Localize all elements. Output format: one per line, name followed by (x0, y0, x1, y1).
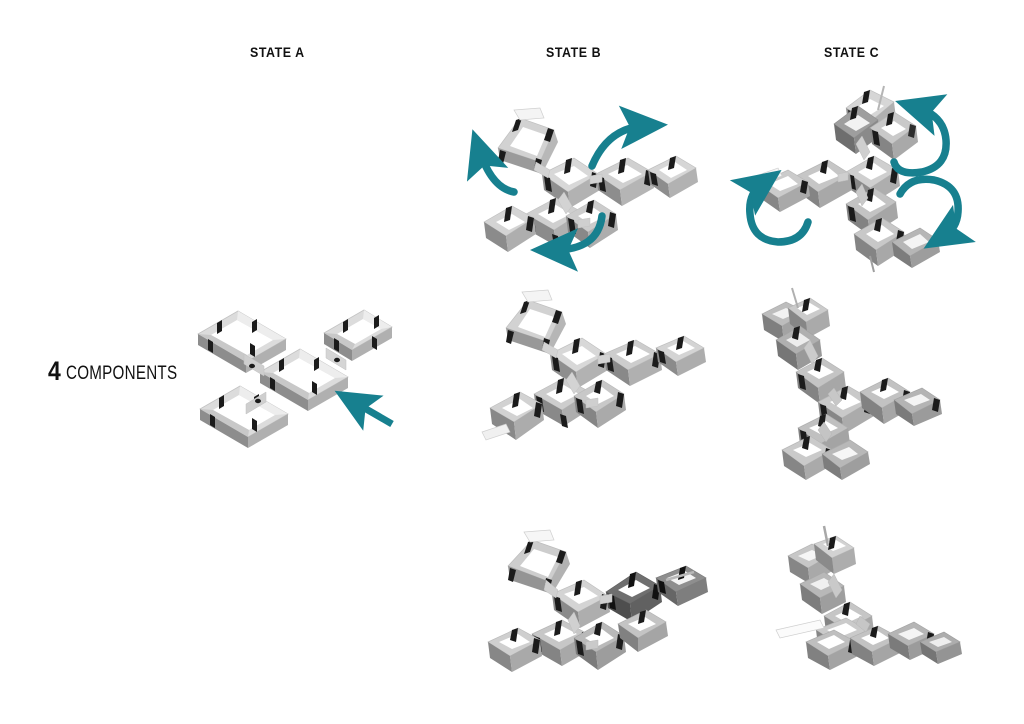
module-ul (507, 529, 570, 594)
figure-state-a-unfolded-cross (178, 286, 408, 456)
figure-state-b-variant-1 (470, 96, 710, 266)
module-right-2 (893, 387, 942, 426)
hinge-dot-2 (255, 398, 261, 404)
module-ul (497, 107, 558, 174)
module-r1 (603, 339, 662, 386)
module-r1 (595, 157, 654, 206)
module-ll2 (483, 205, 536, 252)
figure-state-c-variant-3 (762, 524, 962, 684)
module-top-2 (813, 535, 856, 574)
module-r2 (655, 565, 708, 606)
module-chain-state-c-2 (761, 287, 942, 480)
module-lr (617, 609, 668, 652)
state-c-rotation-arrow-left (729, 170, 812, 246)
module-ll2 (481, 391, 544, 441)
column-header-state-c: STATE C (824, 45, 880, 60)
figure-state-b-variant-3 (480, 524, 720, 684)
module-mid (795, 357, 846, 404)
state-c-rotation-arrow-top-right (890, 94, 950, 177)
module-lower-left (199, 385, 289, 448)
state-c-rotation-arrow-bottom-right (896, 175, 976, 249)
module-chain-state-c-1 (749, 85, 940, 273)
module-upper-right (323, 309, 393, 361)
column-header-state-b: STATE B (546, 45, 602, 60)
module-r2 (655, 335, 706, 376)
figure-state-c-variant-2 (752, 284, 952, 484)
module-r2 (647, 155, 698, 198)
module-ul (505, 289, 566, 354)
module-lowrow-2 (805, 629, 858, 670)
row-label-count: 4 (48, 356, 61, 386)
state-b-rotation-arrow-bottom (530, 212, 606, 272)
module-right-2 (919, 631, 962, 664)
row-label-word: COMPONENTS (66, 363, 178, 384)
module-bottom-3 (821, 439, 870, 480)
module-chain-state-a (197, 309, 393, 448)
state-b-rotation-arrow-left (466, 129, 518, 196)
module-center (259, 348, 349, 411)
module-chain-state-b-1 (483, 107, 698, 252)
module-chain-state-b-3 (487, 529, 708, 672)
hinge-dot-1 (249, 363, 255, 369)
module-chain-state-b-2 (481, 289, 706, 441)
module-r1 (605, 571, 662, 622)
module-lm (573, 621, 626, 670)
figure-state-b-variant-2 (481, 282, 712, 462)
figure-state-c-variant-1 (742, 80, 972, 273)
module-upper-left (197, 310, 287, 373)
module-chain-state-c-3 (775, 525, 962, 670)
state-b-rotation-arrow-top-right (588, 105, 668, 170)
module-ll2 (487, 627, 542, 672)
connector-lower-left (245, 391, 267, 415)
hinge-dot-3 (334, 357, 340, 363)
state-a-pointer-arrow (334, 390, 394, 431)
column-header-state-a: STATE A (250, 45, 305, 60)
module-top-2 (787, 297, 830, 338)
